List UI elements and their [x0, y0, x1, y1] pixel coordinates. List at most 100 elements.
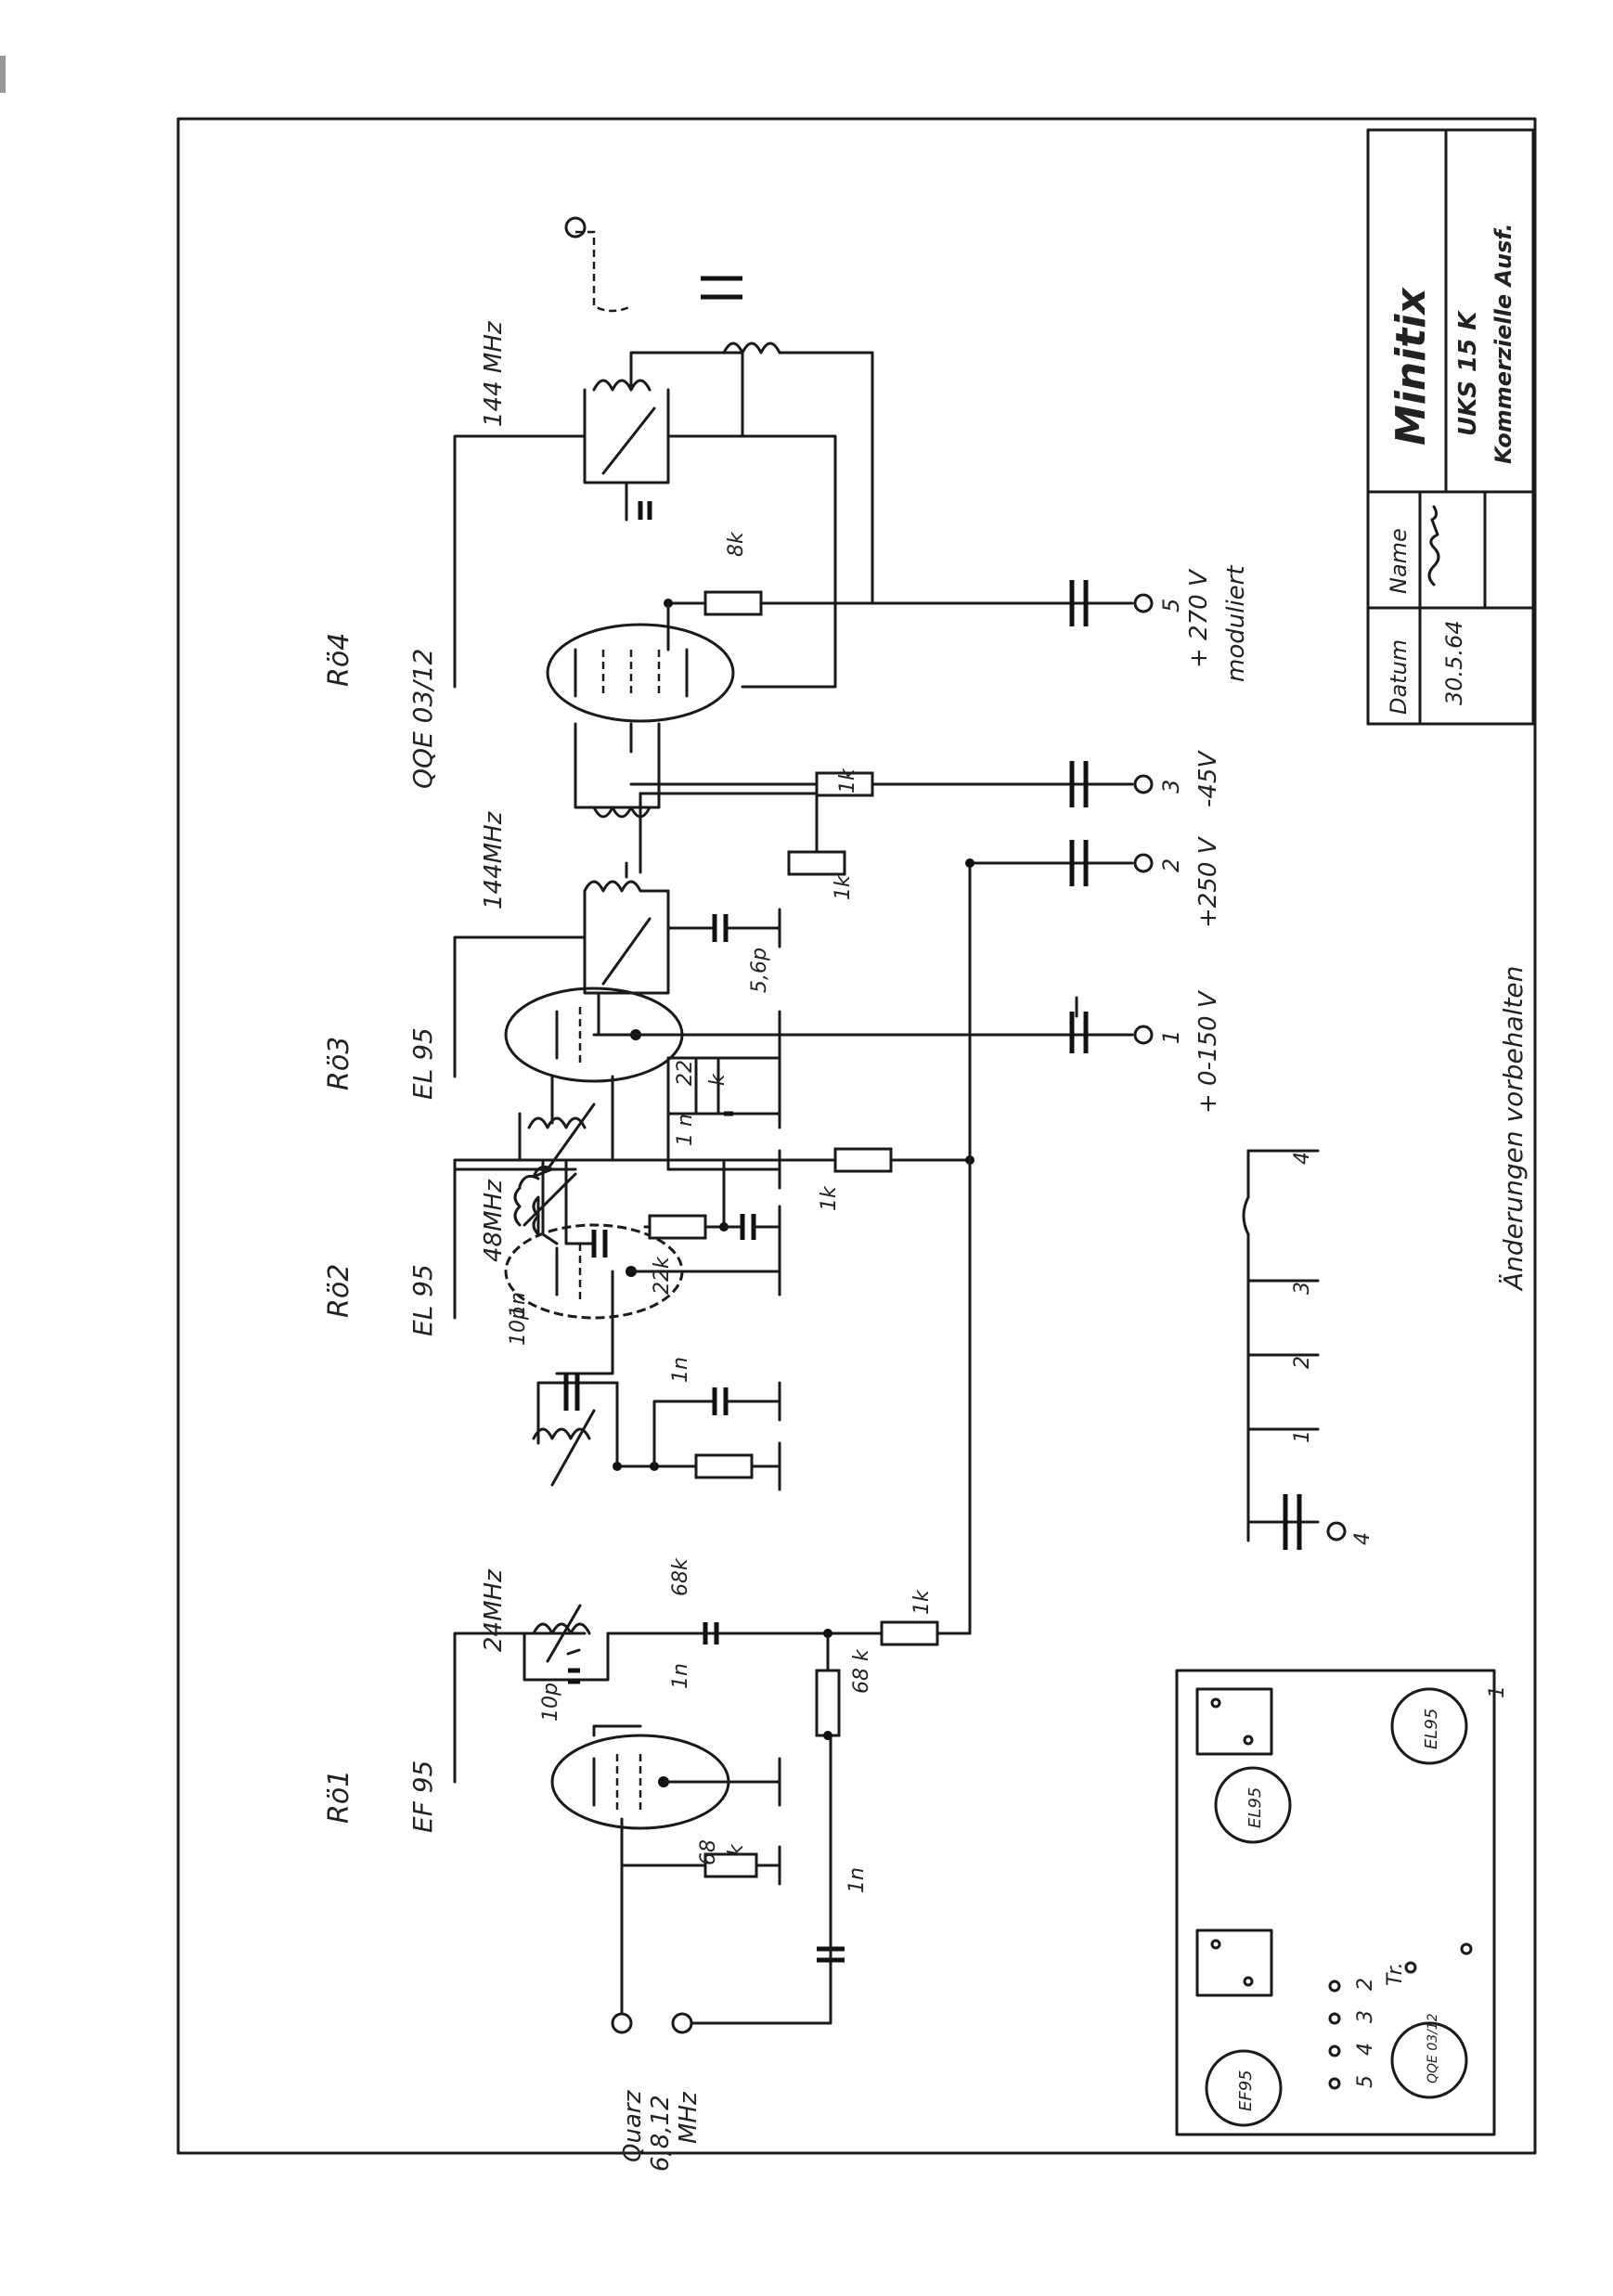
terminal-2-label: +250 V [1194, 835, 1222, 928]
tube-ref-2: Rö2 [323, 1264, 355, 1318]
terminal-5-sub: moduliert [1222, 565, 1250, 682]
resistor-1k-b [833, 1147, 893, 1173]
socket-label-ef95: EF95 [1236, 2070, 1256, 2111]
date-value: 30.5.64 [1441, 620, 1467, 705]
terminal-2[interactable] [1133, 853, 1154, 873]
coil-can-a [1195, 1928, 1273, 1997]
terminal-5-num: 5 [1158, 599, 1184, 613]
tube-type-4: QQE 03/12 [407, 649, 438, 789]
plug-pin-3: 3 [1291, 1282, 1314, 1295]
terminal-1-num: 1 [1158, 1030, 1184, 1044]
tube-type-2: EL 95 [407, 1264, 438, 1336]
coil-can-b [1195, 1687, 1273, 1756]
brand-name: Minitix [1387, 287, 1435, 445]
label-r8k: 8k [725, 531, 748, 557]
plug-pin-4: 4 [1291, 1152, 1314, 1165]
title-block: Minitix UKS 15 K Kommerzielle Ausf. Datu… [1366, 128, 1535, 726]
tr-label: Tr. [1384, 1962, 1407, 1986]
terminal-5-label: + 270 V [1185, 568, 1213, 668]
tube-ref-4: Rö4 [323, 633, 355, 687]
tube-type-3: EL 95 [407, 1027, 438, 1100]
quartz-freq: 6,8,12 [647, 2095, 675, 2172]
freq-24: 24MHz [480, 1568, 508, 1652]
resistor-68k-c [815, 1669, 841, 1737]
label-r1k-b: 1k [818, 1185, 841, 1211]
resistor-68k-b [694, 1453, 754, 1479]
pin-3: 3 [1354, 2010, 1377, 2023]
label-r68k-c: 68 k [850, 1648, 873, 1694]
plug-ground-num: 4 [1351, 1532, 1374, 1545]
terminal-3-num: 3 [1158, 780, 1184, 793]
label-r68-a2: k [725, 1843, 748, 1856]
antenna-terminal[interactable] [564, 216, 587, 239]
socket-el95-a [1214, 1766, 1292, 1844]
freq-144-a: 144MHz [480, 810, 508, 909]
plug-pin-2: 2 [1291, 1356, 1314, 1369]
label-c1n-e: 1 n [674, 1114, 697, 1146]
terminal-2-num: 2 [1158, 858, 1184, 872]
label-r68-a: 68 [697, 1839, 720, 1865]
pin-1: 1 [1486, 1685, 1509, 1698]
note-changes-reserved: Änderungen vorbehalten [1498, 966, 1529, 1292]
label-c10p-a: 10p [539, 1683, 562, 1722]
stage-4 [453, 216, 1134, 819]
stage-1 [453, 1604, 972, 2034]
socket-ef95 [1205, 2049, 1283, 2127]
terminals [1069, 580, 1154, 1053]
resistor-1k-d [815, 771, 874, 797]
resistor-1k-c [787, 850, 846, 876]
socket-el95-b [1390, 1687, 1468, 1765]
terminal-1[interactable] [1133, 1025, 1154, 1045]
label-r1k-d: 1k [836, 767, 859, 793]
pin-5: 5 [1354, 2075, 1377, 2088]
scan-mark [0, 56, 6, 93]
terminal-5[interactable] [1133, 593, 1154, 613]
plug-pin-1: 1 [1291, 1430, 1314, 1443]
pin-numbers [1328, 1942, 1473, 2090]
variant-name: Kommerzielle Ausf. [1490, 223, 1516, 464]
terminal-3-label: -45V [1194, 750, 1222, 807]
terminal-1-label: + 0-150 V [1194, 989, 1222, 1114]
label-r1k-c: 1k [832, 874, 855, 900]
stage-3 [453, 792, 1134, 1190]
date-header: Datum [1386, 639, 1412, 715]
label-r22: 22 [674, 1060, 697, 1086]
label-c1n-d: 1n [507, 1292, 530, 1318]
tube-layout-box [1175, 1669, 1496, 2136]
pin-4: 4 [1354, 2043, 1377, 2056]
tube-type-1: EF 95 [407, 1761, 438, 1833]
quartz-label: Quarz [619, 2089, 647, 2162]
pin-2: 2 [1354, 1978, 1377, 1991]
name-header: Name [1386, 528, 1412, 594]
model-name: UKS 15 K [1454, 310, 1482, 436]
label-c1n-b: 1n [669, 1663, 692, 1689]
label-r22k: 22k [651, 1256, 674, 1295]
label-r22-k: k [706, 1073, 729, 1086]
tube-ref-3: Rö3 [323, 1037, 355, 1090]
socket-label-qqe: QQE 03/12 [1426, 2013, 1440, 2083]
plug-ground-terminal[interactable] [1326, 1521, 1347, 1541]
socket-qqe [1390, 2021, 1468, 2099]
label-c1n-a: 1n [845, 1867, 869, 1893]
stage-2 [453, 1147, 974, 1491]
label-c1n-c: 1n [669, 1357, 692, 1383]
freq-48: 48MHz [480, 1179, 508, 1262]
terminal-3[interactable] [1133, 774, 1154, 794]
quartz-unit: MHz [675, 2091, 703, 2144]
socket-label-el95-b: EL95 [1422, 1709, 1441, 1749]
quartz-terminal-a[interactable] [611, 2012, 633, 2034]
label-r68k-b: 68k [669, 1557, 692, 1596]
drawing-frame [176, 117, 1537, 2155]
freq-144-b: 144 MHz [480, 320, 508, 427]
resistor-1k-a [880, 1620, 939, 1646]
resistor-8k [703, 590, 763, 616]
label-c10p-b: 10p [507, 1307, 530, 1346]
quartz-terminal-b[interactable] [671, 2012, 693, 2034]
signature [1427, 505, 1440, 587]
plug-diagram [1242, 1149, 1347, 1550]
socket-label-el95-a: EL95 [1245, 1787, 1265, 1828]
tube-ref-1: Rö1 [323, 1770, 355, 1824]
label-r1k-a: 1k [910, 1589, 934, 1615]
label-c56p: 5,6p [748, 948, 771, 993]
